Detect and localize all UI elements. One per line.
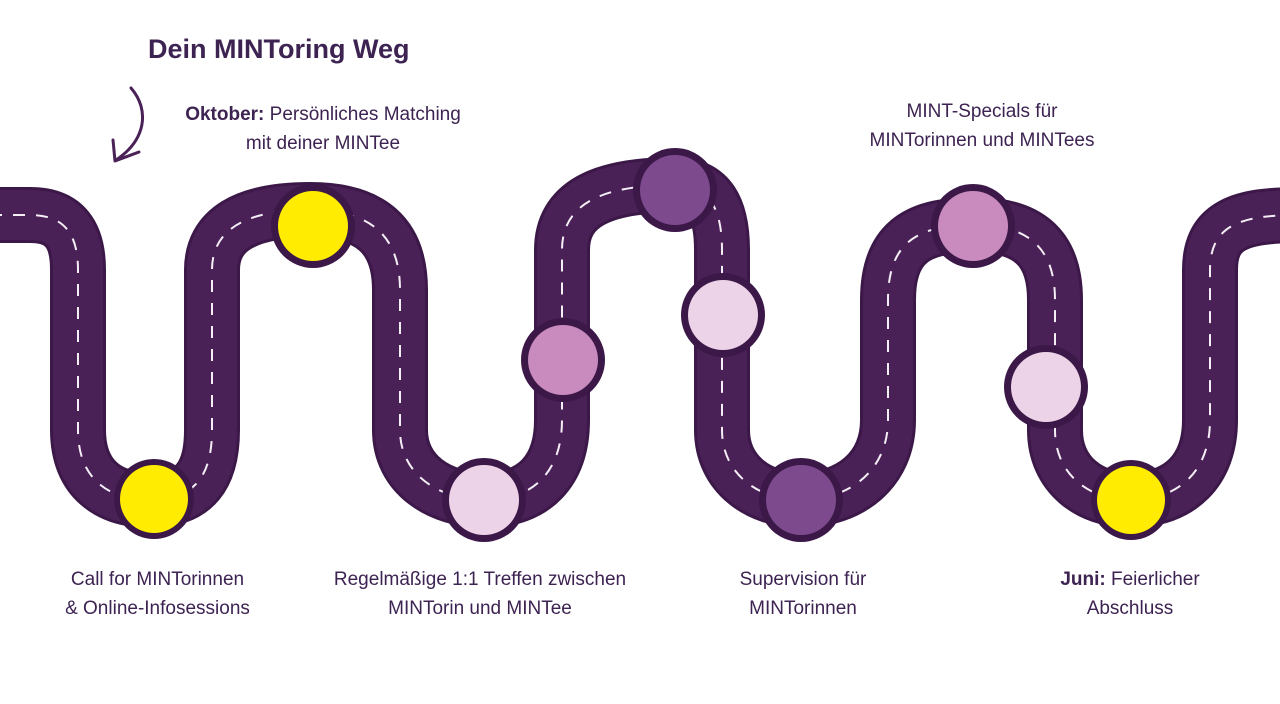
label-oktober-line2: mit deiner MINTee xyxy=(245,133,401,154)
label-oktober: Oktober: Persönliches Matching mit deine… xyxy=(172,100,474,158)
milestone-m6-fill xyxy=(688,280,758,350)
label-juni-line2: Abschluss xyxy=(1086,598,1174,619)
milestone-specials-fill xyxy=(938,191,1008,261)
label-oktober-line1: Persönliches Matching xyxy=(264,104,461,125)
label-call: Call for MINTorinnen & Online-Infosessio… xyxy=(40,565,275,623)
label-call-line2: & Online-Infosessions xyxy=(65,598,250,619)
milestone-call-fill xyxy=(120,465,188,533)
milestone-oktober-fill xyxy=(278,191,348,261)
milestone-supervision-fill xyxy=(766,465,836,535)
milestone-treffen-fill xyxy=(449,465,519,535)
label-specials-line1: MINT-Specials für xyxy=(906,101,1058,122)
milestones xyxy=(114,148,1171,542)
page-title: Dein MINToring Weg xyxy=(148,34,410,64)
label-treffen-line1: Regelmäßige 1:1 Treffen zwischen xyxy=(333,569,627,590)
label-treffen: Regelmäßige 1:1 Treffen zwischen MINTori… xyxy=(310,565,650,623)
curved-arrow-down-left-icon xyxy=(111,86,145,163)
label-specials: MINT-Specials für MINTorinnen und MINTee… xyxy=(842,97,1122,155)
label-oktober-strong: Oktober: xyxy=(185,104,265,125)
label-juni-line1: Feierlicher xyxy=(1105,569,1200,590)
label-supervision: Supervision für MINTorinnen xyxy=(703,565,903,623)
label-supervision-line1: Supervision für xyxy=(739,569,867,590)
label-treffen-line2: MINTorin und MINTee xyxy=(388,598,572,619)
label-call-line1: Call for MINTorinnen xyxy=(70,569,245,590)
milestone-m4-fill xyxy=(528,325,598,395)
milestone-juni-fill xyxy=(1097,466,1165,534)
label-specials-line2: MINTorinnen und MINTees xyxy=(869,130,1095,151)
label-juni: Juni: Feierlicher Abschluss xyxy=(1030,565,1230,623)
milestone-m5-fill xyxy=(640,155,710,225)
label-juni-strong: Juni: xyxy=(1060,569,1106,590)
road xyxy=(0,157,1280,528)
label-supervision-line2: MINTorinnen xyxy=(749,598,857,619)
milestone-m9-fill xyxy=(1011,352,1081,422)
